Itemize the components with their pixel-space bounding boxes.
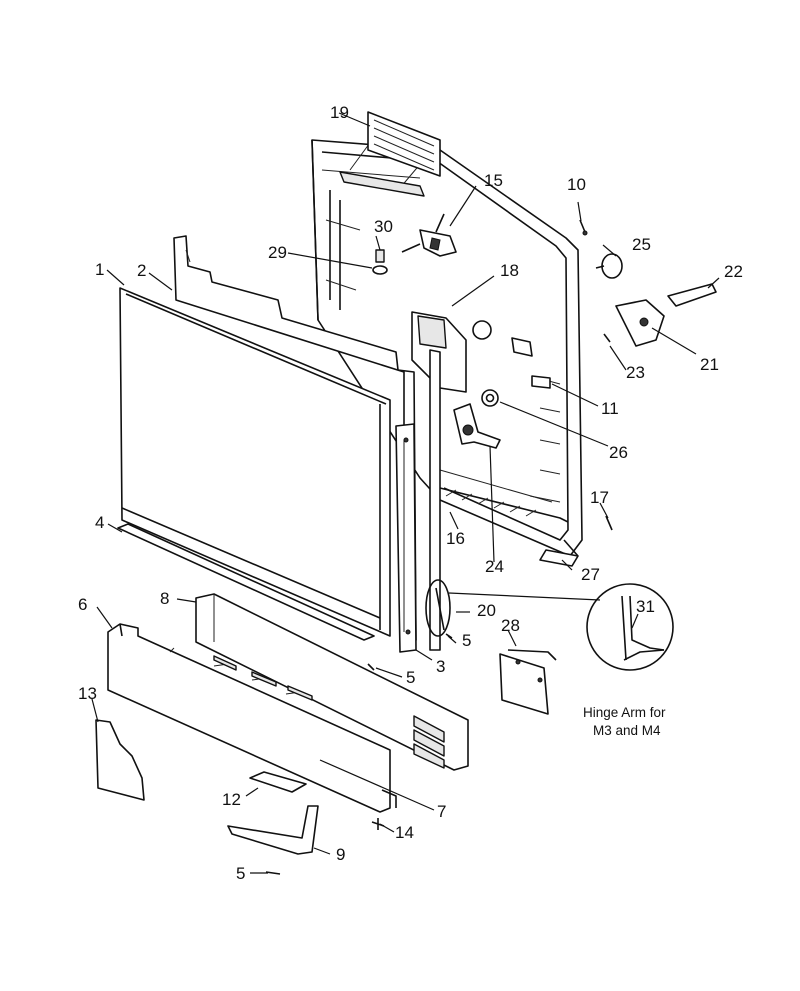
callout-4: 4 xyxy=(95,513,104,532)
arm-part-22 xyxy=(667,283,717,307)
callout-8: 8 xyxy=(160,589,169,608)
callout-5-a: 5 xyxy=(462,631,471,650)
handle-parts-9-12 xyxy=(227,771,319,855)
hinge-arm-inset xyxy=(586,583,674,671)
hinge-highlight-ring xyxy=(425,579,451,637)
callout-30: 30 xyxy=(374,217,393,236)
callout-9: 9 xyxy=(336,845,345,864)
callout-22: 22 xyxy=(724,262,743,281)
screw-part-17 xyxy=(605,515,613,531)
lever-part-24 xyxy=(453,403,501,449)
side-strip xyxy=(429,349,441,651)
callout-7: 7 xyxy=(437,802,446,821)
callout-18: 18 xyxy=(500,261,519,280)
inset-leader-line xyxy=(448,592,601,601)
callout-21: 21 xyxy=(700,355,719,374)
callout-31: 31 xyxy=(636,597,655,616)
inset-caption-line-1: Hinge Arm for xyxy=(583,705,666,720)
callout-14: 14 xyxy=(395,823,414,842)
latch-part-15 xyxy=(401,213,457,257)
callout-29: 29 xyxy=(268,243,287,262)
leader-lines xyxy=(91,112,720,874)
trim-strip-part-4 xyxy=(117,523,375,641)
callout-11: 11 xyxy=(601,399,619,418)
callout-5-b: 5 xyxy=(406,668,415,687)
callout-28: 28 xyxy=(501,616,520,635)
callout-19: 19 xyxy=(330,103,349,122)
callout-10: 10 xyxy=(567,175,586,194)
callout-6: 6 xyxy=(78,595,87,614)
outer-door-panel-part-1 xyxy=(119,287,391,637)
bracket-part-28 xyxy=(499,649,557,715)
callout-20: 20 xyxy=(477,601,496,620)
part-29 xyxy=(372,265,388,275)
wheel-part-21 xyxy=(615,299,665,347)
callout-labels: 1 2 3 4 5 5 5 6 7 8 9 10 11 12 13 14 15 … xyxy=(78,103,743,883)
inset-caption-line-2: M3 and M4 xyxy=(593,723,661,738)
callout-24: 24 xyxy=(485,557,504,576)
callout-26: 26 xyxy=(609,443,628,462)
callout-13: 13 xyxy=(78,684,97,703)
bracket-part-8 xyxy=(195,593,469,771)
callout-1: 1 xyxy=(95,260,104,279)
callout-27: 27 xyxy=(581,565,600,584)
screw-part-10 xyxy=(579,219,586,233)
knob-part-25 xyxy=(595,253,623,279)
vent-part-19 xyxy=(339,111,441,197)
callout-12: 12 xyxy=(222,790,241,809)
part-30 xyxy=(375,249,385,263)
callout-16: 16 xyxy=(446,529,465,548)
callout-2: 2 xyxy=(137,261,146,280)
callout-15: 15 xyxy=(484,171,503,190)
callout-3: 3 xyxy=(436,657,445,676)
callout-17: 17 xyxy=(590,488,609,507)
console-part-6 xyxy=(107,623,397,813)
screw-part-23 xyxy=(603,333,611,343)
callout-5-c: 5 xyxy=(236,864,245,883)
callout-23: 23 xyxy=(626,363,645,382)
kick-plate-part-13 xyxy=(95,719,145,801)
side-trim-part-3 xyxy=(395,423,417,653)
callout-25: 25 xyxy=(632,235,651,254)
